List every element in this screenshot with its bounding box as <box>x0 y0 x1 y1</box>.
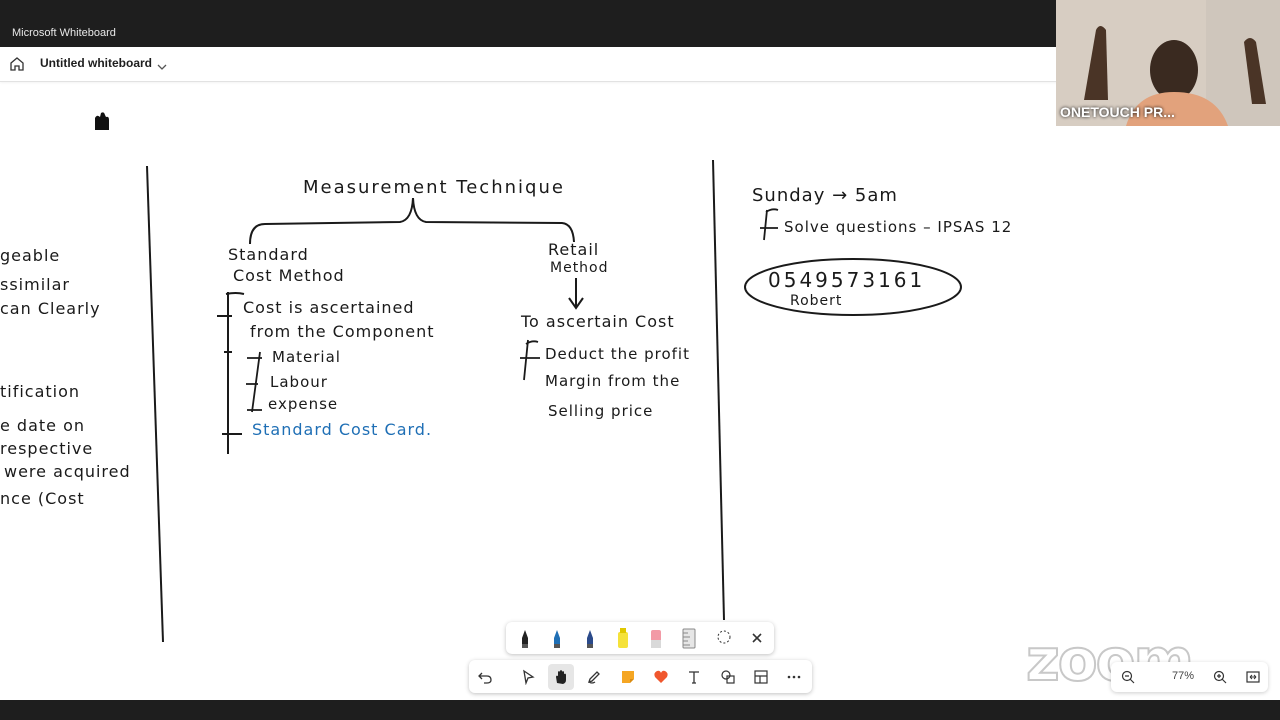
zoom-level: 77% <box>1171 670 1195 682</box>
eraser-icon[interactable] <box>645 626 667 650</box>
measurement-heading: Measurement Technique <box>303 177 565 198</box>
blue-pen-icon[interactable] <box>546 626 568 650</box>
left-note-5: e date on <box>0 416 86 435</box>
bottom-toolbar <box>469 660 812 693</box>
shapes-icon[interactable] <box>715 664 741 690</box>
standard-point-expense: expense <box>268 395 339 413</box>
retail-point-4: Selling price <box>548 402 654 420</box>
left-note-8: nce (Cost <box>0 489 85 508</box>
standard-cost-card: Standard Cost Card. <box>252 420 433 439</box>
board-title[interactable]: Untitled whiteboard <box>40 56 152 70</box>
left-note-7: were acquired <box>4 462 131 481</box>
zoom-out-icon[interactable] <box>1117 666 1139 688</box>
standard-point-2: from the Component <box>250 322 435 341</box>
select-tool-icon[interactable] <box>515 664 541 690</box>
fit-to-screen-icon[interactable] <box>1242 666 1264 688</box>
standard-point-labour: Labour <box>270 373 328 391</box>
ruler-icon[interactable] <box>678 626 700 650</box>
hand-cursor-icon <box>95 112 109 130</box>
zoom-in-icon[interactable] <box>1209 666 1231 688</box>
zoom-controls: 77% <box>1111 662 1268 692</box>
more-options-icon[interactable] <box>781 664 807 690</box>
schedule-task: Solve questions – IPSAS 12 <box>784 218 1013 236</box>
templates-icon[interactable] <box>748 664 774 690</box>
retail-title-line1: Retail <box>548 240 600 259</box>
ink-strokes <box>95 112 962 643</box>
participant-avatar <box>1056 0 1280 126</box>
chevron-down-icon[interactable] <box>156 59 168 70</box>
schedule-line: Sunday → 5am <box>752 185 898 206</box>
standard-point-material: Material <box>272 348 341 366</box>
participant-name: ONETOUCH PR... <box>1060 104 1175 120</box>
hand-tool-icon[interactable] <box>548 664 574 690</box>
pen-tool-icon[interactable] <box>581 664 607 690</box>
retail-point-2: Deduct the profit <box>545 345 690 363</box>
home-icon[interactable] <box>8 55 26 73</box>
phone-ellipse <box>744 258 962 316</box>
window-bottom-bar <box>0 700 1280 720</box>
app-title: Microsoft Whiteboard <box>12 27 116 39</box>
yellow-highlighter-icon[interactable] <box>612 626 634 650</box>
left-note-2: ssimilar <box>0 275 70 294</box>
pen-tray <box>506 622 774 654</box>
phone-number: 0549573161 <box>768 268 926 292</box>
retail-point-3: Margin from the <box>545 372 681 390</box>
left-note-3: can Clearly <box>0 299 101 318</box>
standard-title-line1: Standard <box>228 245 309 264</box>
left-note-6: respective <box>0 439 94 458</box>
left-note-1: geable <box>0 246 61 265</box>
whiteboard-canvas[interactable]: geable ssimilar can Clearly tification e… <box>0 82 1280 700</box>
retail-title-line2: Method <box>550 260 609 276</box>
standard-title-line2: Cost Method <box>233 266 345 285</box>
black-pen-icon[interactable] <box>514 626 536 650</box>
sticky-note-icon[interactable] <box>615 664 641 690</box>
close-icon[interactable] <box>746 626 768 650</box>
standard-point-1: Cost is ascertained <box>243 298 415 317</box>
reaction-heart-icon[interactable] <box>648 664 674 690</box>
participant-video: ONETOUCH PR... <box>1056 0 1280 126</box>
left-note-4: tification <box>0 382 81 401</box>
dark-blue-pen-icon[interactable] <box>579 626 601 650</box>
retail-point-1: To ascertain Cost <box>521 312 675 331</box>
undo-icon[interactable] <box>472 664 498 690</box>
contact-name: Robert <box>790 293 843 309</box>
lasso-icon[interactable] <box>713 626 735 650</box>
text-tool-icon[interactable] <box>681 664 707 690</box>
